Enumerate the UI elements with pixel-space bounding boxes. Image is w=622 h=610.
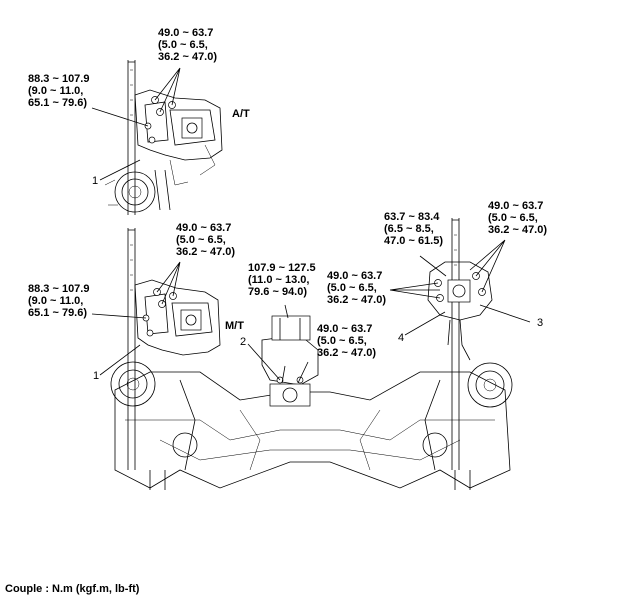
at-tag: A/T — [232, 108, 250, 120]
torque-line: 36.2 ~ 47.0) — [488, 224, 548, 236]
torque-line: (5.0 ~ 6.5, — [327, 282, 377, 294]
torque-line: 49.0 ~ 63.7 — [158, 27, 214, 39]
torque-line: 88.3 ~ 107.9 — [28, 73, 90, 85]
units-caption: Couple : N.m (kgf.m, lb-ft) — [5, 583, 140, 595]
torque-line: 49.0 ~ 63.7 — [488, 200, 544, 212]
mt-mount-view — [110, 218, 513, 490]
at-mount-view — [104, 60, 223, 215]
torque-line: 36.2 ~ 47.0) — [317, 347, 377, 359]
torque-label-at-left: 88.3 ~ 107.9 (9.0 ~ 11.0, 65.1 ~ 79.6) — [28, 73, 89, 109]
torque-label-mt-left: 88.3 ~ 107.9 (9.0 ~ 11.0, 65.1 ~ 79.6) — [28, 283, 89, 319]
torque-line: (5.0 ~ 6.5, — [488, 212, 538, 224]
torque-label-center: 107.9 ~ 127.5 (11.0 ~ 13.0, 79.6 ~ 94.0) — [248, 262, 316, 298]
torque-label-mt-top: 49.0 ~ 63.7 (5.0 ~ 6.5, 36.2 ~ 47.0) — [176, 222, 235, 258]
torque-line: 49.0 ~ 63.7 — [317, 323, 373, 335]
torque-line: (5.0 ~ 6.5, — [176, 234, 226, 246]
torque-line: 49.0 ~ 63.7 — [176, 222, 232, 234]
torque-line: (5.0 ~ 6.5, — [317, 335, 367, 347]
torque-line: 47.0 ~ 61.5) — [384, 235, 444, 247]
torque-line: 36.2 ~ 47.0) — [158, 51, 218, 63]
mt-tag: M/T — [225, 320, 244, 332]
torque-label-at-top: 49.0 ~ 63.7 (5.0 ~ 6.5, 36.2 ~ 47.0) — [158, 27, 217, 63]
torque-label-center-mid: 49.0 ~ 63.7 (5.0 ~ 6.5, 36.2 ~ 47.0) — [327, 270, 386, 306]
torque-line: (9.0 ~ 11.0, — [28, 295, 84, 307]
torque-line: 36.2 ~ 47.0) — [176, 246, 236, 258]
torque-line: 65.1 ~ 79.6) — [28, 97, 88, 109]
torque-line: 107.9 ~ 127.5 — [248, 262, 316, 274]
torque-label-right-a: 63.7 ~ 83.4 (6.5 ~ 8.5, 47.0 ~ 61.5) — [384, 211, 443, 247]
torque-line: (9.0 ~ 11.0, — [28, 85, 84, 97]
callout-1-mt: 1 — [93, 370, 100, 382]
torque-line: 36.2 ~ 47.0) — [327, 294, 387, 306]
torque-line: 63.7 ~ 83.4 — [384, 211, 440, 223]
torque-line: (5.0 ~ 6.5, — [158, 39, 208, 51]
torque-line: 49.0 ~ 63.7 — [327, 270, 383, 282]
torque-line: 65.1 ~ 79.6) — [28, 307, 88, 319]
callout-3: 3 — [537, 317, 544, 329]
callout-2: 2 — [240, 336, 247, 348]
torque-line: (6.5 ~ 8.5, — [384, 223, 434, 235]
torque-line: (11.0 ~ 13.0, — [248, 274, 310, 286]
callout-4: 4 — [398, 332, 405, 344]
torque-label-center-low: 49.0 ~ 63.7 (5.0 ~ 6.5, 36.2 ~ 47.0) — [317, 323, 376, 359]
torque-line: 88.3 ~ 107.9 — [28, 283, 90, 295]
leader-lines — [91, 67, 531, 384]
torque-label-right-b: 49.0 ~ 63.7 (5.0 ~ 6.5, 36.2 ~ 47.0) — [488, 200, 547, 236]
torque-line: 79.6 ~ 94.0) — [248, 286, 308, 298]
callout-1-at: 1 — [92, 175, 99, 187]
